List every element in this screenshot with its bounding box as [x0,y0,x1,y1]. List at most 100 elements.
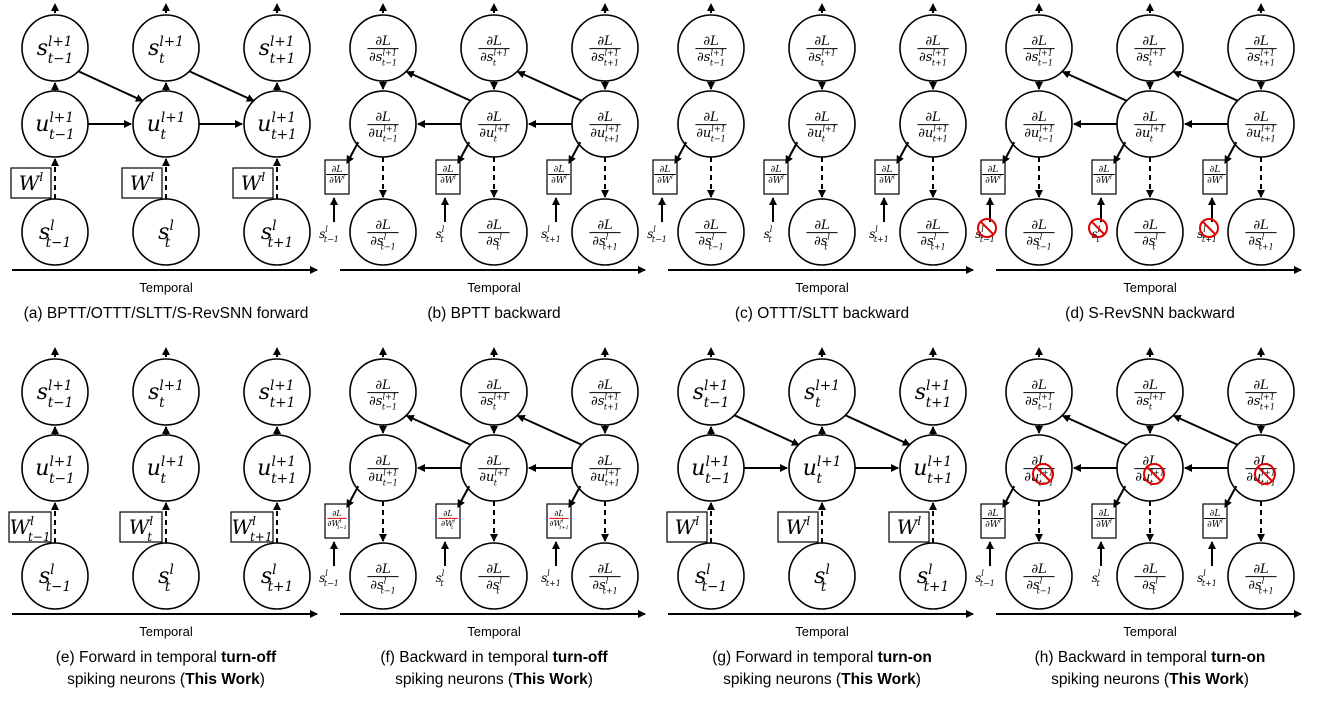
prohibited-ring [1199,218,1219,238]
fraction-numerator: ∂L [1031,218,1046,233]
prohibited-ring [1254,463,1276,485]
weight-box [888,511,930,543]
fraction-numerator: ∂L [988,509,999,519]
temporal-label: Temporal [467,280,521,295]
weight-grad-box [324,159,350,195]
grad-recurrent-arrow [1172,414,1239,446]
weight-box [666,511,708,543]
grad-node-lower [1116,542,1184,610]
to-weight-arrow [1002,141,1016,164]
fraction-numerator: ∂L [375,34,390,49]
fraction-denominator: ∂Wl [879,175,895,186]
fraction-numerator: ∂L [703,34,718,49]
spike-node-upper [132,14,200,82]
temporal-label: Temporal [795,624,849,639]
recurrent-arrow [733,414,800,446]
weight-grad-label: ∂L∂Wl [654,165,676,186]
temporal-label: Temporal [1123,280,1177,295]
spike-node-lower [243,542,311,610]
weight-grad-label: ∂L∂Wl [876,165,898,186]
fraction-numerator: ∂L [1031,110,1046,125]
fraction-numerator: ∂L [332,509,341,518]
fraction-numerator: ∂L [925,34,940,49]
grad-node-lower [788,198,856,266]
fraction-numerator: ∂L [486,34,501,49]
weight-grad-label: ∂L∂Wl [1204,165,1226,186]
fraction-numerator: ∂L [443,165,454,175]
fraction-denominator: ∂Wl [985,175,1001,186]
prohibited-icon [1254,463,1276,485]
panel-e: Temporal(e) Forward in temporal turn-off… [8,347,318,688]
grad-recurrent-arrow [1172,70,1239,102]
fraction-numerator: ∂L [1099,165,1110,175]
weight-grad-box [1202,159,1228,195]
fraction-denominator: ∂Wl [440,175,456,186]
weight-label: Wl [19,170,44,195]
fraction-numerator: ∂L [375,562,390,577]
weight-grad-label: ∂L∂Wl [437,165,459,186]
weight-box [8,511,52,543]
grad-node-lower [677,198,745,266]
fraction-numerator: ∂L [375,110,390,125]
prohibited-icon [977,218,997,238]
fraction-numerator: ∂L [597,110,612,125]
weight-grad-label: ∂L∂Wl [1093,509,1115,530]
fraction-numerator: ∂L [554,509,563,518]
weight-box [777,511,819,543]
fraction-numerator: ∂L [554,165,565,175]
weight-label: Wl [130,170,155,195]
prohibited-icon [1143,463,1165,485]
fraction-numerator: ∂L [1253,454,1268,469]
to-weight-arrow [1113,485,1127,508]
